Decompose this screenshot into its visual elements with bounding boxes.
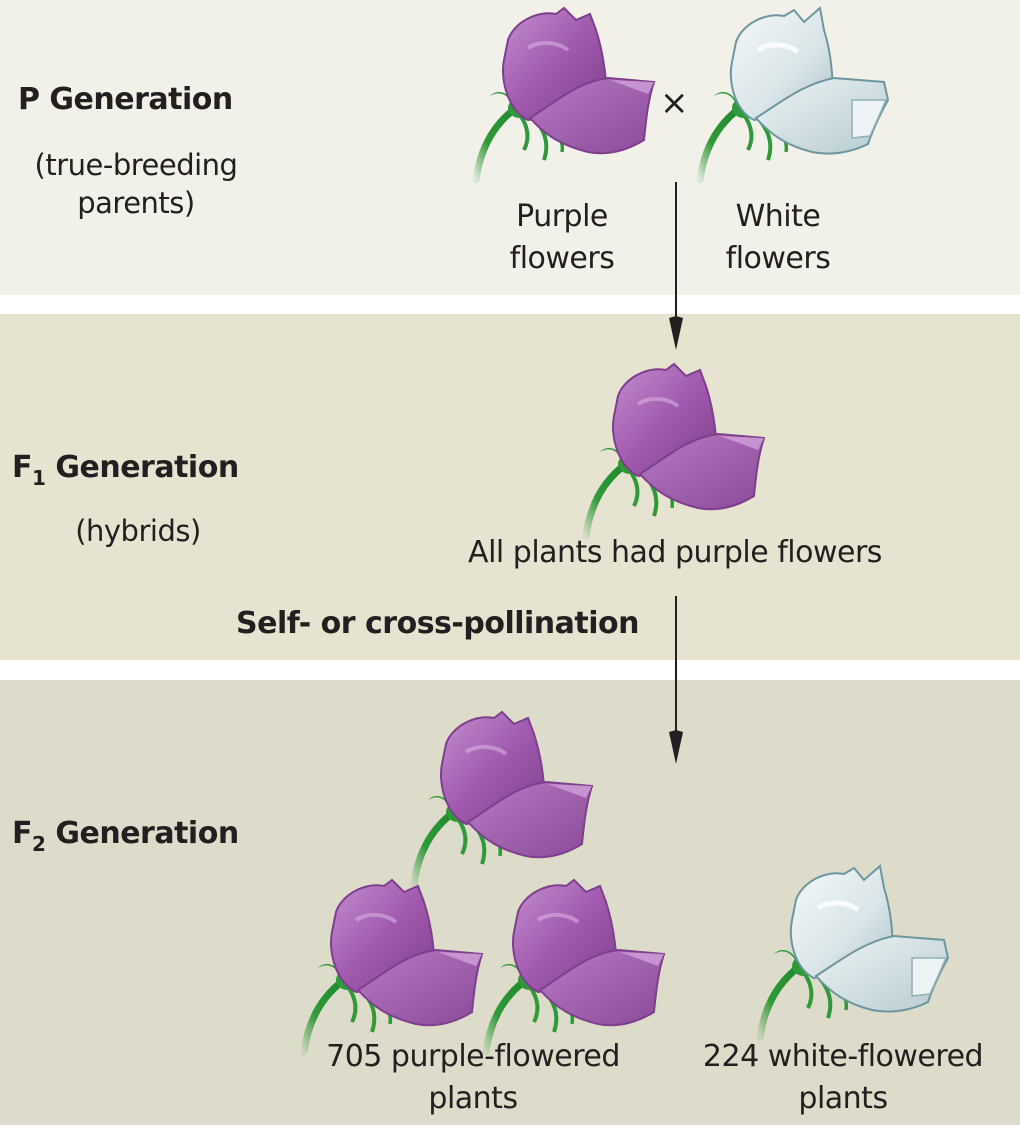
- white-flower-icon: [752, 858, 952, 1048]
- parent-label-white-line2: flowers: [725, 241, 831, 276]
- f1-title-prefix: F: [12, 450, 33, 485]
- f1-generation-title: F1 Generation: [12, 450, 239, 488]
- parent-label-white-line1: White: [735, 199, 821, 234]
- f2-result-purple-line1: 705 purple-flowered: [326, 1039, 620, 1074]
- purple-flower-icon: [296, 872, 496, 1062]
- p-generation-subtitle: (true-breeding parents): [20, 146, 252, 222]
- f1-generation-subtitle: (hybrids): [75, 514, 201, 548]
- parent-label-white: White flowers: [698, 196, 858, 280]
- f2-result-white-line1: 224 white-flowered: [702, 1039, 984, 1074]
- f2-title-subscript: 2: [32, 832, 46, 856]
- cross-symbol: ×: [660, 83, 689, 123]
- arrowhead-icon: [669, 730, 683, 764]
- p-generation-title: P Generation: [18, 82, 233, 117]
- pollination-label: Self- or cross-pollination: [236, 606, 640, 641]
- purple-flower-icon: [406, 704, 606, 894]
- f1-generation-band: [0, 314, 1020, 660]
- f2-generation-title: F2 Generation: [12, 816, 239, 854]
- arrowhead-icon: [669, 316, 683, 350]
- purple-flower-icon: [468, 0, 668, 190]
- f2-title-suffix: Generation: [45, 816, 239, 851]
- f2-result-purple-line2: plants: [428, 1081, 518, 1116]
- parent-label-purple-line1: Purple: [516, 199, 608, 234]
- p-subtitle-line1: (true-breeding: [34, 148, 238, 182]
- white-flower-icon: [692, 0, 892, 190]
- f1-title-suffix: Generation: [45, 450, 239, 485]
- f2-title-prefix: F: [12, 816, 33, 851]
- f2-result-white: 224 white-flowered plants: [676, 1036, 1010, 1120]
- p-subtitle-line2: parents): [77, 186, 195, 220]
- f1-result-text: All plants had purple flowers: [468, 535, 882, 570]
- purple-flower-icon: [578, 356, 778, 546]
- arrow-p-to-f1: [669, 182, 683, 350]
- f1-title-subscript: 1: [32, 466, 46, 490]
- purple-flower-icon: [478, 872, 678, 1062]
- arrow-f1-to-f2: [669, 596, 683, 764]
- f2-result-white-line2: plants: [798, 1081, 888, 1116]
- parent-label-purple: Purple flowers: [482, 196, 642, 280]
- f2-result-purple: 705 purple-flowered plants: [296, 1036, 650, 1120]
- parent-label-purple-line2: flowers: [509, 241, 615, 276]
